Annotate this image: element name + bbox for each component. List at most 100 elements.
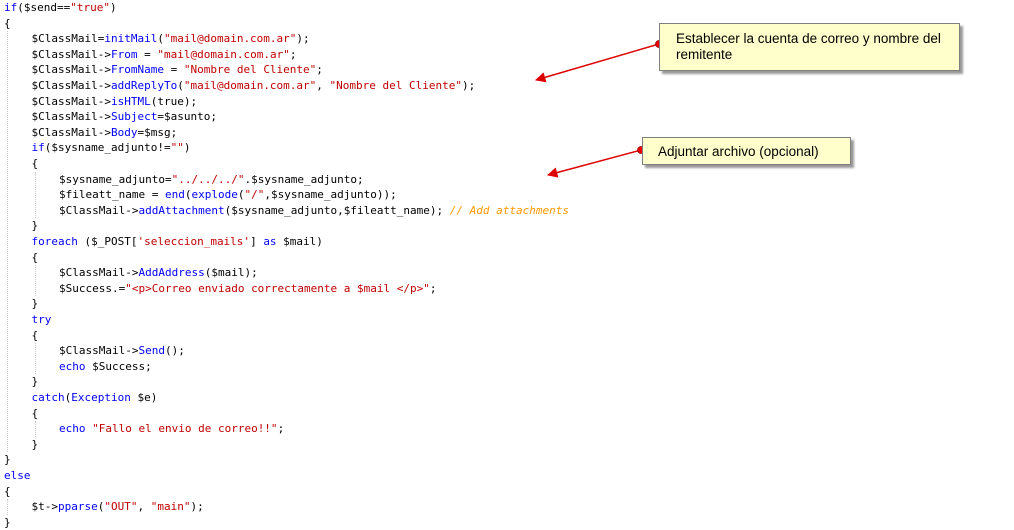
code-token: ( — [97, 500, 105, 514]
code-token: From — [110, 47, 138, 61]
code-line: } — [32, 296, 39, 312]
code-token: "true" — [70, 1, 110, 14]
code-line: $ClassMail=initMail("mail@domain.com.ar"… — [32, 31, 310, 47]
code-token: } — [4, 515, 11, 529]
code-token: "OUT" — [104, 500, 138, 514]
code-line: } — [32, 374, 39, 390]
code-token: $ClassMail-> — [59, 203, 139, 217]
code-token: { — [31, 328, 39, 342]
code-token: { — [31, 250, 39, 264]
code-token: if — [4, 1, 18, 14]
code-line: foreach ($_POST['seleccion_mails'] as $m… — [32, 234, 323, 250]
code-token: foreach — [31, 235, 78, 248]
code-token: $ClassMail-> — [31, 110, 111, 124]
code-token: Exception — [71, 391, 131, 404]
code-token: "<p>Correo enviado correctamente a $mail… — [125, 281, 430, 295]
code-line: { — [32, 328, 39, 344]
code-token: Subject — [110, 110, 158, 124]
code-line: $ClassMail->FromName = "Nombre del Clien… — [32, 62, 323, 78]
code-token: ; — [289, 47, 297, 61]
code-token: ( — [157, 32, 164, 46]
code-line: { — [4, 16, 11, 32]
code-token: { — [4, 16, 11, 30]
code-token: ($_POST[ — [77, 235, 138, 248]
code-line: $ClassMail->addReplyTo("mail@domain.com.… — [32, 78, 476, 94]
code-token: "" — [170, 141, 184, 155]
code-token: $e) — [130, 391, 158, 404]
indent-guide — [34, 265, 36, 297]
code-line: { — [4, 484, 11, 500]
code-line: echo "Fallo el envio de correo!!"; — [59, 421, 284, 437]
code-token: = — [163, 63, 184, 77]
code-line: else — [4, 468, 31, 484]
code-token: ; — [277, 422, 285, 436]
code-token: ; — [316, 63, 323, 77]
code-token: =$msg; — [137, 125, 178, 139]
code-line: echo $Success; — [59, 359, 152, 375]
code-line: { — [32, 250, 39, 266]
callout-set-sender: Establecer la cuenta de correo y nombre … — [659, 23, 960, 71]
code-token: AddAddress — [138, 266, 205, 280]
code-token: ); — [462, 79, 476, 92]
code-token: $t-> — [31, 500, 59, 514]
code-token: $ClassMail-> — [59, 344, 139, 358]
code-line: } — [32, 218, 39, 234]
code-token: addReplyTo — [110, 79, 178, 92]
code-token: } — [4, 453, 11, 467]
code-token: end — [164, 188, 185, 202]
code-token: ) — [109, 1, 117, 14]
code-line: $ClassMail->Send(); — [59, 343, 185, 359]
code-line: $t->pparse("OUT", "main"); — [32, 499, 204, 515]
code-line: if($sysname_adjunto!="") — [32, 140, 191, 156]
indent-guide — [34, 421, 36, 437]
indent-guide — [34, 171, 36, 219]
code-token: $ClassMail= — [31, 32, 105, 46]
code-token: $Success; — [85, 359, 152, 373]
code-token: ($send== — [17, 1, 71, 14]
code-line: } — [4, 515, 11, 530]
code-token: (); — [164, 344, 185, 358]
code-token: (true); — [150, 94, 198, 108]
code-token: ); — [190, 500, 204, 514]
code-line: $ClassMail->Body=$msg; — [32, 125, 178, 141]
code-token: = — [137, 47, 158, 61]
code-token: // Add attachments — [449, 203, 569, 217]
code-token: explode — [191, 188, 238, 202]
code-token: =$asunto; — [157, 110, 217, 124]
callout-1-arrow — [534, 43, 660, 83]
indent-guide — [34, 343, 36, 375]
code-token: addAttachment — [138, 203, 225, 217]
callout-attach-file-text: Adjuntar archivo (opcional) — [658, 144, 819, 159]
indent-guide — [7, 499, 8, 515]
code-token: "mail@domain.com.ar" — [183, 79, 317, 92]
code-token: ($mail); — [204, 266, 258, 280]
code-token: ; — [429, 281, 437, 295]
code-token: ) — [183, 141, 191, 155]
code-line: $sysname_adjunto="../../../".$sysname_ad… — [59, 172, 364, 188]
code-token: catch — [31, 391, 65, 404]
code-line: $fileatt_name = end(explode("/",$sysname… — [59, 187, 397, 203]
code-token: FromName — [110, 63, 164, 77]
code-token: "mail@domain.com.ar" — [163, 32, 297, 46]
code-line: $Success.="<p>Correo enviado correctamen… — [59, 281, 437, 297]
code-token: "Nombre del Cliente" — [329, 79, 462, 92]
code-token: $ClassMail-> — [31, 79, 111, 92]
code-line: catch(Exception $e) — [32, 390, 158, 406]
code-token: , — [137, 500, 151, 514]
code-line: $ClassMail->Subject=$asunto; — [32, 109, 217, 125]
code-token: ( — [177, 79, 184, 92]
code-token: $ClassMail-> — [31, 125, 111, 139]
code-token: { — [31, 157, 39, 170]
code-token: try — [31, 313, 52, 326]
callout-attach-file: Adjuntar archivo (opcional) — [642, 137, 851, 165]
code-token: $sysname_adjunto= — [59, 172, 172, 186]
code-line: try — [32, 312, 52, 328]
code-token: echo — [59, 422, 86, 436]
code-line: $ClassMail->AddAddress($mail); — [59, 265, 258, 281]
code-token: .$sysname_adjunto; — [244, 172, 364, 186]
code-token: $fileatt_name = — [59, 188, 165, 202]
code-line: $ClassMail->isHTML(true); — [32, 94, 198, 110]
code-token: } — [31, 375, 39, 389]
callout-set-sender-text: Establecer la cuenta de correo y nombre … — [676, 31, 941, 62]
indent-guide — [7, 31, 8, 453]
